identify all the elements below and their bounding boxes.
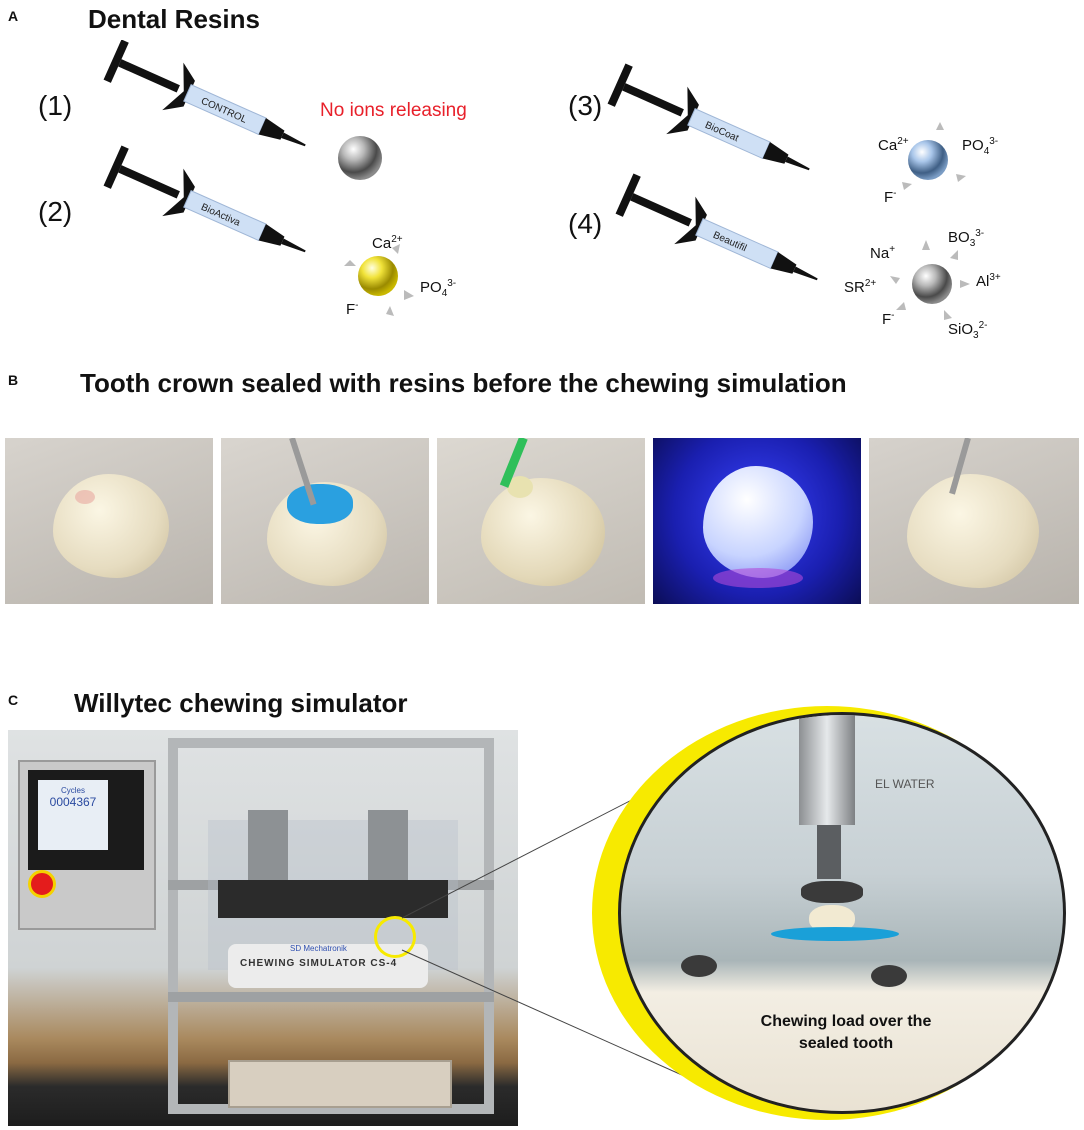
ball-2-arrows: [344, 244, 414, 316]
weights-tray: [228, 1060, 452, 1108]
emergency-stop-button[interactable]: [28, 870, 56, 898]
touch-screen: Cycles 0004367: [38, 780, 108, 850]
no-ions-label: No ions releasing: [320, 100, 467, 121]
ion-3-f: F-: [884, 188, 897, 206]
ball-3-arrows: [902, 122, 966, 190]
ion-4-na: Na+: [870, 244, 896, 262]
panel-b-letter: B: [8, 372, 19, 388]
syringe-beautifil: Beautifil: [615, 173, 818, 281]
water-label: EL WATER: [875, 777, 935, 791]
highlight-circle: [374, 916, 416, 958]
crossbar: [218, 880, 448, 918]
zoom-caption: Chewing load over the sealed tooth: [760, 1013, 932, 1052]
zoom-circle: EL WATER Chewing load over the sealed to…: [618, 712, 1066, 1114]
plunger: [799, 715, 855, 825]
item-3-number: (3): [568, 90, 603, 121]
machine-label: CHEWING SIMULATOR CS-4: [240, 958, 398, 969]
ion-4-sio3: SiO32-: [948, 320, 988, 341]
ion-4-al: Al3+: [976, 272, 1001, 290]
ball-beautifil: [912, 264, 952, 304]
tooth-photo-1: [5, 438, 213, 604]
chewing-simulator-photo: Cycles 0004367 CHEWING SIMULATOR CS-4 SD…: [8, 730, 518, 1126]
panel-a-letter: A: [8, 8, 19, 24]
panel-c-title: Willytec chewing simulator: [74, 688, 408, 718]
item-1-number: (1): [38, 90, 73, 121]
panel-c-letter: C: [8, 692, 19, 708]
panel-b-title: Tooth crown sealed with resins before th…: [80, 368, 847, 398]
tooth-photo-4: [653, 438, 861, 604]
ion-2-ca: Ca2+: [372, 234, 403, 252]
machine-frame: [168, 738, 494, 1114]
ion-3-po4: PO43-: [962, 136, 999, 157]
syringes-diagram: CONTROL BioActiva BioCoat Beautifil: [103, 40, 970, 320]
tooth-photo-2: [221, 438, 429, 604]
ion-4-sr: SR2+: [844, 278, 877, 296]
machine-brand: SD Mechatronik: [290, 944, 347, 953]
tooth-photo-5: [869, 438, 1079, 604]
panel-a-title: Dental Resins: [88, 4, 260, 34]
ball-biocoat: [908, 140, 948, 180]
item-4-number: (4): [568, 208, 603, 239]
ion-2-po4: PO43-: [420, 278, 457, 299]
ball-control: [338, 136, 382, 180]
ion-4-f: F-: [882, 310, 895, 328]
tooth-photo-3: [437, 438, 645, 604]
ion-3-ca: Ca2+: [878, 136, 909, 154]
item-2-number: (2): [38, 196, 73, 227]
ball-4-arrows: [890, 240, 970, 320]
ion-2-f: F-: [346, 300, 359, 318]
ion-4-bo3: BO33-: [948, 228, 985, 249]
syringe-biocoat: BioCoat: [607, 63, 810, 171]
ball-bioactiva: [358, 256, 398, 296]
